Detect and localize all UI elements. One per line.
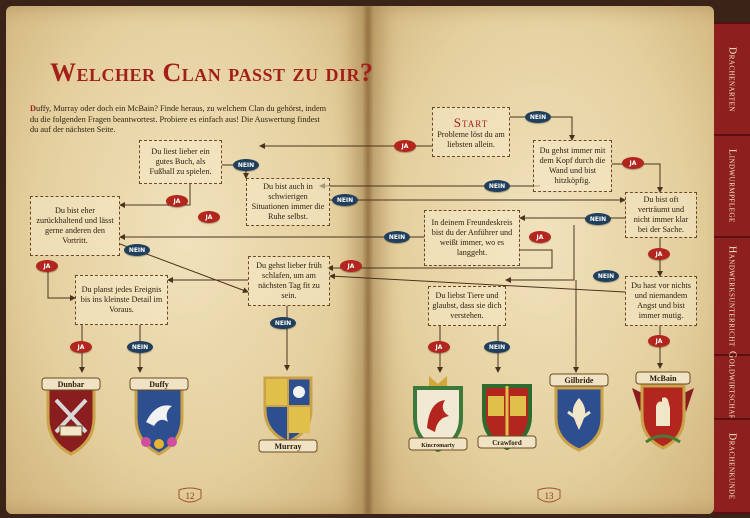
mcbain-crest-icon: McBain — [632, 371, 694, 450]
ja-label: JA — [340, 260, 362, 272]
page-title: Welcher Clan passt zu dir? — [50, 58, 374, 87]
tab-drachenkunde[interactable]: Drachenkunde — [714, 418, 750, 514]
nein-label: NEIN — [593, 270, 619, 282]
kincromarty-crest-icon: Kincromarty — [408, 376, 468, 453]
intro-initial: D — [30, 104, 36, 113]
gilbride-crest-icon: Gilbride — [549, 373, 609, 452]
crest-label: Dunbar — [58, 380, 85, 389]
crest-label: Murray — [274, 442, 301, 451]
crest-label: Kincromarty — [421, 443, 455, 449]
ja-label: JA — [529, 231, 551, 243]
nein-label: NEIN — [332, 194, 358, 206]
question-schlafen: Du gehst lieber früh schlafen, um am näc… — [248, 256, 330, 306]
question-vertraeumt: Du bist oft verträumt und nicht immer kl… — [625, 192, 697, 238]
ja-label: JA — [394, 140, 416, 152]
intro-body: uffy, Murray oder doch ein McBain? Finde… — [30, 104, 327, 135]
page-number-left: 12 — [177, 486, 203, 506]
page-number-right: 13 — [536, 486, 562, 506]
ja-label: JA — [70, 341, 92, 353]
start-question: Probleme löst du am liebsten allein. — [437, 129, 505, 149]
tab-goldwirtschaft[interactable]: Goldwirtschaft — [714, 351, 750, 423]
dunbar-crest-icon: Dunbar — [41, 377, 101, 456]
nein-label: NEIN — [124, 244, 150, 256]
nein-label: NEIN — [484, 180, 510, 192]
start-label: Start — [453, 114, 489, 130]
question-angst: Du hast vor nichts und niemandem Angst u… — [625, 276, 697, 326]
crawford-crest-icon: Crawford — [477, 384, 537, 451]
chapter-tabs: Drachenarten Lindwurmpflege Handwerksunt… — [714, 0, 750, 518]
crest-label: McBain — [649, 374, 677, 383]
crest-label: Duffy — [149, 380, 169, 389]
crest-label: Crawford — [492, 439, 522, 447]
crest-label: Gilbride — [565, 376, 594, 385]
nein-label: NEIN — [233, 159, 259, 171]
question-planst: Du planst jedes Ereignis bis ins kleinst… — [75, 275, 168, 325]
tab-drachenarten[interactable]: Drachenarten — [714, 22, 750, 136]
start-box: Start Probleme löst du am liebsten allei… — [432, 107, 510, 157]
question-ruhe: Du bist auch in schwierigen Situationen … — [246, 178, 330, 226]
ja-label: JA — [428, 341, 450, 353]
nein-label: NEIN — [270, 317, 296, 329]
nein-label: NEIN — [384, 231, 410, 243]
tab-lindwurmpflege[interactable]: Lindwurmpflege — [714, 134, 750, 238]
question-kopf: Du gehst immer mit dem Kopf durch die Wa… — [533, 140, 612, 192]
murray-crest-icon: Murray — [258, 376, 318, 453]
question-tiere: Du liebst Tiere und glaubst, dass sie di… — [428, 286, 506, 326]
ja-label: JA — [648, 335, 670, 347]
ja-label: JA — [36, 260, 58, 272]
ja-label: JA — [622, 157, 644, 169]
nein-label: NEIN — [484, 341, 510, 353]
nein-label: NEIN — [585, 213, 611, 225]
ja-label: JA — [198, 211, 220, 223]
question-buch: Du liest lieber ein gutes Buch, als Fußb… — [139, 140, 222, 184]
nein-label: NEIN — [127, 341, 153, 353]
duffy-crest-icon: Duffy — [129, 377, 189, 456]
nein-label: NEIN — [525, 111, 551, 123]
tab-handwerksunterricht[interactable]: Handwerksunterricht — [714, 236, 750, 356]
ja-label: JA — [166, 195, 188, 207]
question-anfuehrer: In deinem Freundeskreis bist du der Anfü… — [424, 210, 520, 266]
intro-text: Duffy, Murray oder doch ein McBain? Find… — [30, 104, 330, 136]
question-zurueckhaltend: Du bist eher zurückhaltend und lässt ger… — [30, 196, 120, 256]
ja-label: JA — [648, 248, 670, 260]
